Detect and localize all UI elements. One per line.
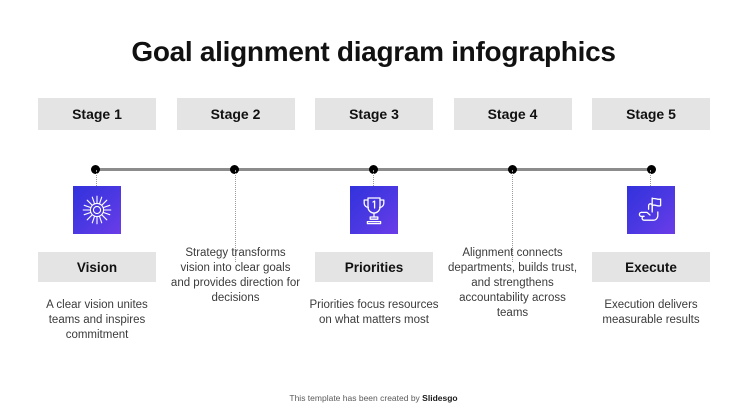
stage-column-2[interactable]: Stage 2 Strategy transforms vision into … xyxy=(171,98,300,388)
timeline-dot-2 xyxy=(230,165,239,174)
stage-label-3: Stage 3 xyxy=(315,98,433,130)
stage-label-2: Stage 2 xyxy=(176,98,295,130)
timeline-dot-3 xyxy=(369,165,378,174)
trophy-icon xyxy=(350,186,398,234)
stage-label-5: Stage 5 xyxy=(592,98,710,130)
timeline-dot-1 xyxy=(91,165,100,174)
footer-credit: This template has been created by Slides… xyxy=(0,393,747,403)
stage-description-5: Execution delivers measurable results xyxy=(602,299,700,326)
stage-label-4: Stage 4 xyxy=(453,98,572,130)
stage-column-1[interactable]: Stage 1 Vision A clear vision unites tea… xyxy=(38,98,156,388)
hand-flag-icon xyxy=(627,186,675,234)
connector-line-2 xyxy=(234,170,236,262)
stage-label-1: Stage 1 xyxy=(38,98,156,130)
page-title: Goal alignment diagram infographics xyxy=(131,36,616,67)
vision-burst-icon xyxy=(73,186,121,234)
stage-column-3[interactable]: Stage 3 Priorities Priorities focus reso… xyxy=(309,98,439,388)
footer-brand: Slidesgo xyxy=(422,393,458,403)
stage-title-3: Priorities xyxy=(315,252,433,282)
timeline-axis xyxy=(91,165,656,174)
connector-line-4 xyxy=(511,170,513,262)
footer-text: This template has been created by xyxy=(289,393,423,403)
stage-description-3: Priorities focus resources on what matte… xyxy=(309,299,439,326)
stage-description-4: Alignment connects departments, builds t… xyxy=(447,247,578,319)
stage-title-5: Execute xyxy=(592,252,710,282)
stage-column-5[interactable]: Stage 5 Execute Execution delivers measu… xyxy=(592,98,710,388)
stage-description-2: Strategy transforms vision into clear go… xyxy=(170,247,301,304)
stage-description-1: A clear vision unites teams and inspires… xyxy=(46,299,148,341)
stage-title-1: Vision xyxy=(38,252,156,282)
stage-columns: Stage 1 Vision A clear vision unites tea… xyxy=(38,98,710,388)
stage-column-4[interactable]: Stage 4 Alignment connects departments, … xyxy=(448,98,577,388)
timeline-dot-4 xyxy=(508,165,517,174)
timeline-dot-5 xyxy=(647,165,656,174)
